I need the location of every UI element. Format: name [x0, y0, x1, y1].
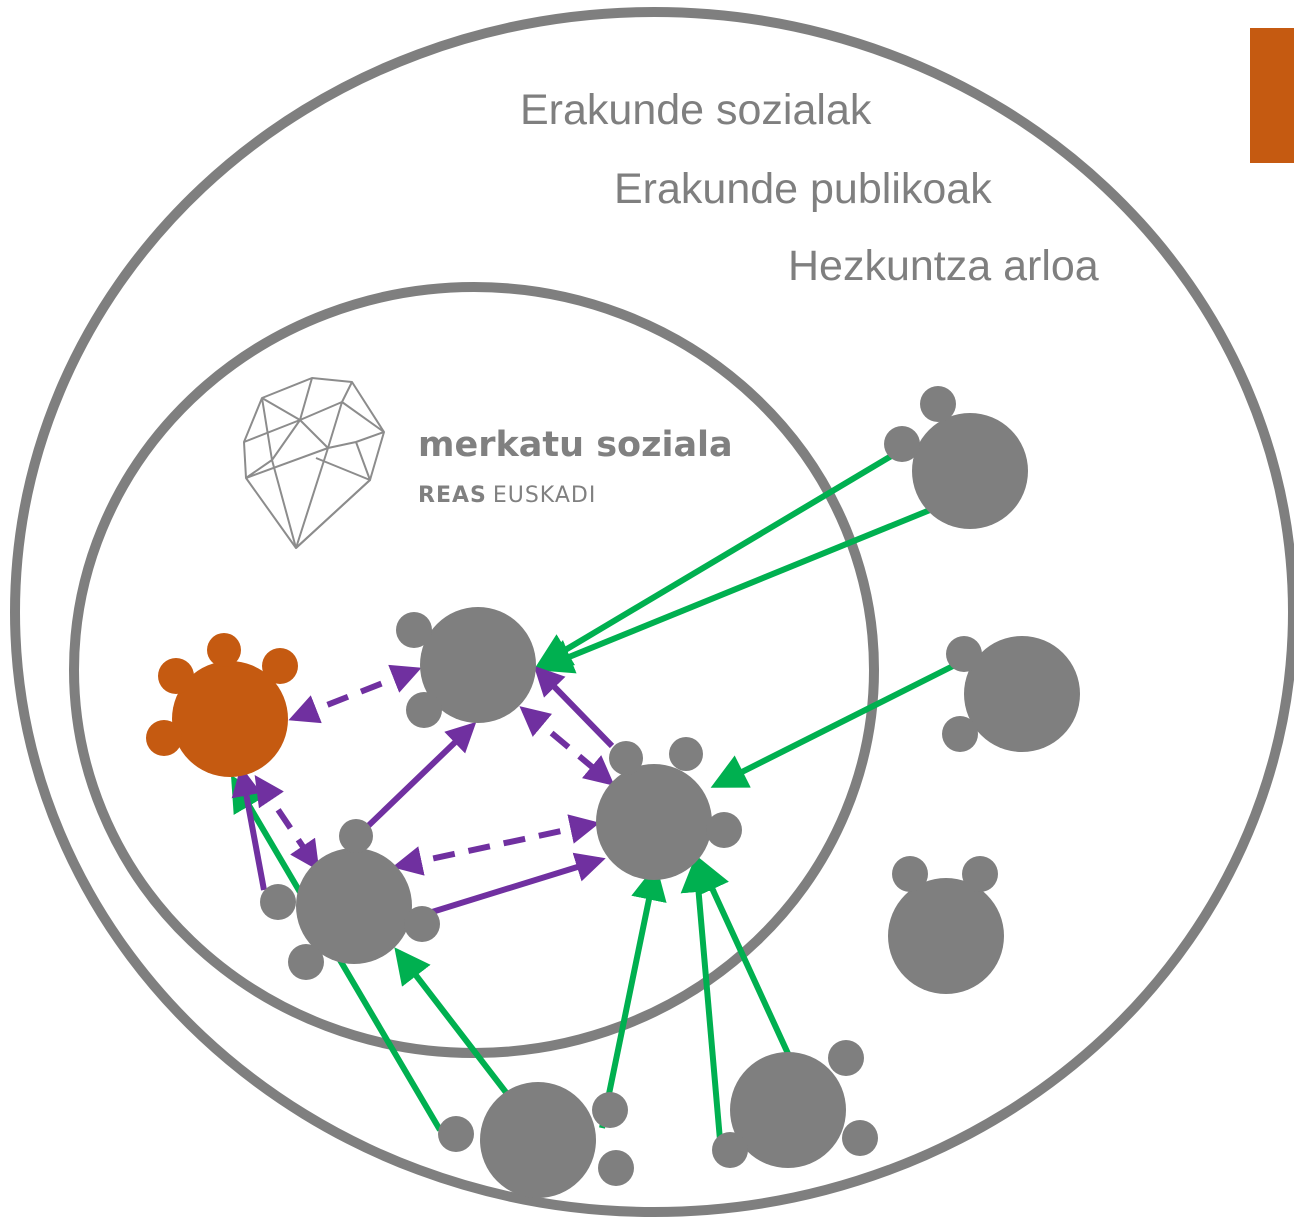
node-external-right [942, 636, 1080, 752]
node-member-right [596, 737, 742, 880]
label-erakunde-publikoak: Erakunde publikoak [614, 165, 992, 213]
green-arrow [710, 663, 955, 788]
green-arrow [680, 856, 723, 1141]
logo-subtitle-regular: EUSKADI [493, 483, 597, 508]
purple-arrow [363, 721, 477, 831]
green-arrow [534, 452, 895, 669]
purple-dashed-arrows [254, 664, 615, 876]
label-erakunde-sozialak: Erakunde sozialak [520, 86, 872, 134]
node-external-bottom [438, 1082, 634, 1198]
node-external-bottom-right [712, 1040, 878, 1168]
purple-dashed-arrow [288, 664, 422, 724]
node-external-far-right [888, 856, 1004, 994]
label-hezkuntza-arloa: Hezkuntza arloa [788, 242, 1099, 290]
green-arrow [696, 856, 793, 1060]
node-external-top-right [884, 386, 1028, 529]
node-highlighted [146, 633, 298, 777]
logo-subtitle-bold: REAS [418, 483, 487, 508]
purple-arrow [431, 852, 606, 915]
purple-dashed-arrow [392, 814, 600, 876]
logo-title: merkatu soziala [418, 425, 733, 465]
purple-arrow [533, 665, 615, 749]
outer-circle [10, 7, 1294, 1217]
purple-dashed-arrow [254, 775, 320, 871]
green-arrow [599, 864, 667, 1129]
green-arrow [394, 947, 511, 1097]
purple-dashed-arrow [519, 706, 615, 786]
node-member-left [260, 819, 440, 980]
legend-color-box [1250, 28, 1294, 163]
green-arrow [536, 507, 932, 674]
reas-logo-icon [243, 377, 385, 549]
node-member-top [396, 607, 536, 728]
